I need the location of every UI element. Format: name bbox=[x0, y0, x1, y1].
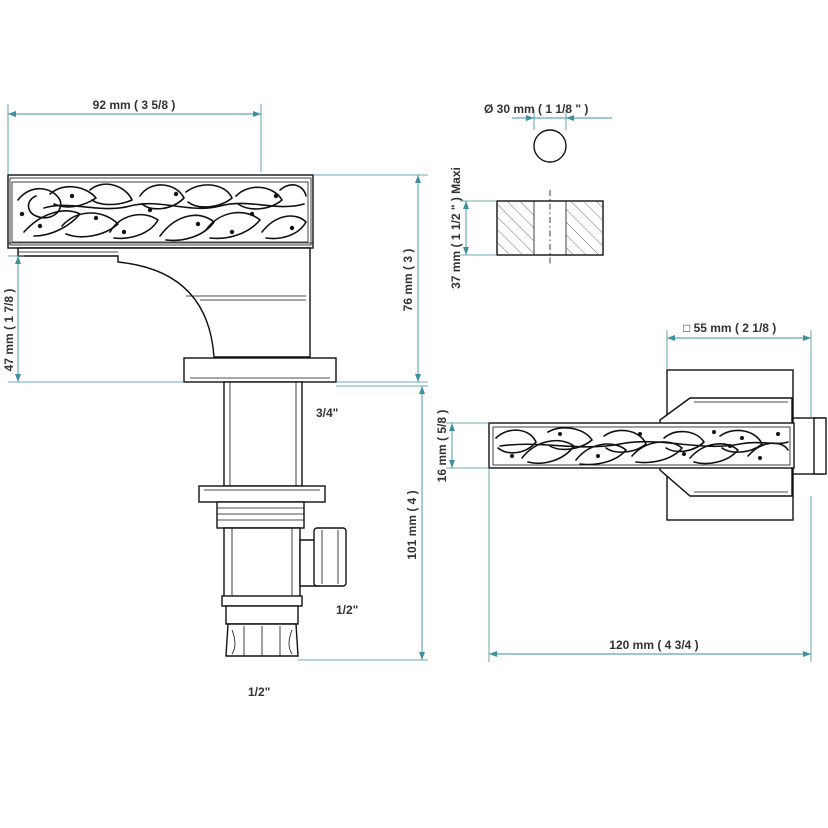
bottom-connector bbox=[225, 605, 299, 625]
front-dimensions: 92 mm ( 3 5/8 ) 76 mm ( 3 ) 47 mm ( 1 7/… bbox=[2, 98, 428, 699]
dim-height-lower: 47 mm ( 1 7/8 ) bbox=[2, 289, 16, 372]
front-leaf-pattern bbox=[17, 183, 307, 242]
spout-body bbox=[17, 247, 311, 358]
thread-side-outlet-label: 1/2" bbox=[336, 603, 358, 617]
section-view: Ø 30 mm ( 1 1/8 " ) 37 mm ( 1 1/2 " ) Ma… bbox=[449, 102, 612, 289]
lock-nut bbox=[198, 485, 326, 503]
shank bbox=[223, 381, 303, 487]
thread-bottom-inlet-label: 1/2" bbox=[248, 685, 270, 699]
dim-height-spout: 76 mm ( 3 ) bbox=[401, 249, 415, 312]
plate-end-cap bbox=[813, 417, 827, 475]
dim-lever-length: 120 mm ( 4 3/4 ) bbox=[609, 638, 698, 652]
dim-shank-length: 101 mm ( 4 ) bbox=[405, 490, 419, 559]
side-outlet-nut bbox=[313, 527, 347, 587]
lever-bar bbox=[488, 422, 795, 469]
front-top-panel bbox=[7, 174, 314, 249]
threaded-collar bbox=[216, 501, 305, 529]
side-dimensions: □ 55 mm ( 2 1/8 ) 16 mm ( 5/8 ) 120 mm (… bbox=[435, 321, 812, 662]
front-decor-frame bbox=[11, 181, 309, 243]
valve-ring bbox=[221, 595, 303, 607]
side-leaf-pattern bbox=[495, 427, 789, 465]
valve-body bbox=[223, 527, 301, 603]
dim-width-top: 92 mm ( 3 5/8 ) bbox=[93, 98, 176, 112]
dim-plate-square: □ 55 mm ( 2 1/8 ) bbox=[683, 321, 776, 335]
thread-shank-label: 3/4" bbox=[316, 406, 338, 420]
dim-diameter: Ø 30 mm ( 1 1/8 " ) bbox=[484, 102, 588, 116]
dim-max-thickness: 37 mm ( 1 1/2 " ) Maxi bbox=[449, 167, 463, 289]
dim-handle-thickness: 16 mm ( 5/8 ) bbox=[435, 410, 449, 483]
circle-section bbox=[533, 129, 567, 163]
front-view bbox=[7, 174, 347, 657]
side-view bbox=[488, 369, 827, 521]
